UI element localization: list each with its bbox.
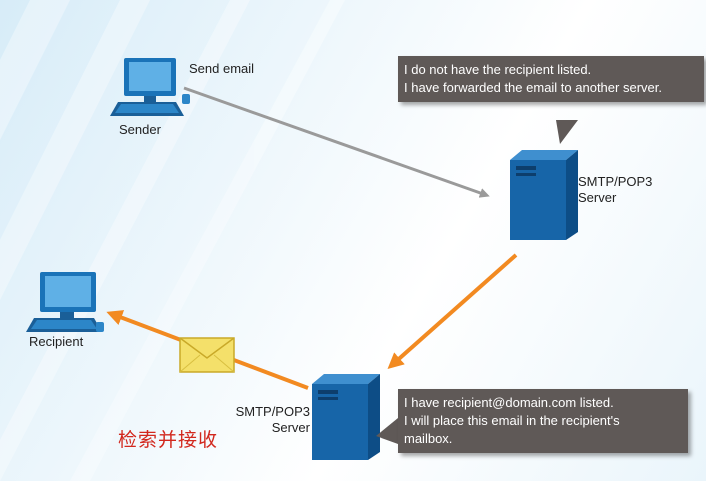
bottom-server-label-line2: Server	[271, 420, 310, 435]
recipient-computer-icon	[26, 272, 104, 332]
top-callout-line1: I do not have the recipient listed.	[404, 62, 592, 77]
top-server-label-line1: SMTP/POP3	[578, 174, 653, 189]
top-server-icon	[510, 150, 578, 240]
top-callout-line2: I have forwarded the email to another se…	[404, 80, 662, 95]
send-arrow	[183, 86, 490, 198]
top-server-label-line2: Server	[578, 190, 617, 205]
bottom-callout: I have recipient@domain.com listed. I wi…	[398, 389, 688, 453]
forward-arrow	[387, 253, 518, 369]
top-server-label: SMTP/POP3 Server	[578, 174, 652, 206]
sender-label: Sender	[119, 122, 161, 137]
bottom-callout-pointer	[376, 418, 398, 444]
bottom-callout-line3: mailbox.	[404, 431, 453, 446]
envelope-icon	[179, 337, 235, 373]
sender-computer-icon	[110, 58, 190, 116]
bottom-server-label: SMTP/POP3 Server	[230, 404, 310, 436]
bottom-callout-line2: I will place this email in the recipient…	[404, 413, 620, 428]
top-callout-pointer	[556, 120, 578, 144]
bottom-callout-line1: I have recipient@domain.com listed.	[404, 395, 614, 410]
send-email-label: Send email	[189, 61, 255, 76]
top-callout: I do not have the recipient listed. I ha…	[398, 56, 704, 102]
bottom-server-label-line1: SMTP/POP3	[235, 404, 310, 419]
bottom-server-icon	[312, 374, 380, 460]
chinese-caption: 检索并接收	[118, 430, 219, 451]
recipient-label: Recipient	[29, 334, 84, 349]
